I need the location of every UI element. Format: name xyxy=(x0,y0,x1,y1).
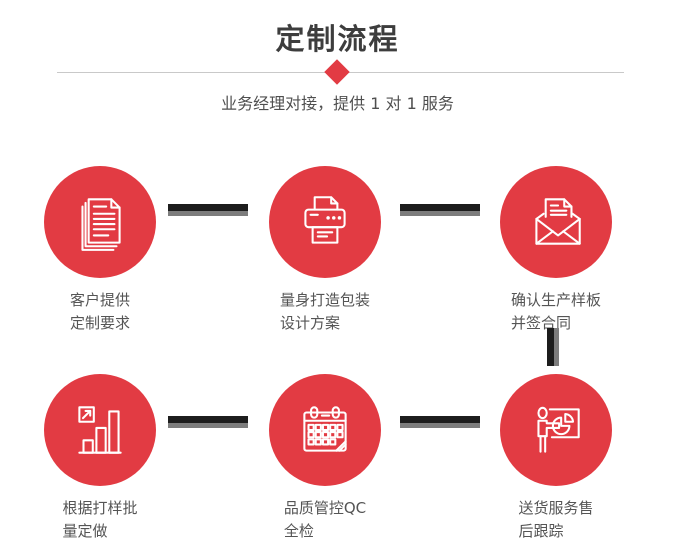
page-title: 定制流程 xyxy=(275,22,400,56)
connector-step2-step3 xyxy=(400,204,480,216)
step-label-line1: 品质管控QC xyxy=(283,499,367,517)
step-label: 量身打造包装 设计方案 xyxy=(280,289,370,335)
documents-icon xyxy=(81,198,121,251)
step-circle xyxy=(44,166,156,278)
step-circle xyxy=(269,374,381,486)
step-label-line2: 定制要求 xyxy=(69,314,130,332)
step-label: 送货服务售 后跟踪 xyxy=(518,497,593,543)
step-label-line2: 量定做 xyxy=(62,522,108,540)
step-circle xyxy=(500,166,612,278)
step-label-line1: 客户提供 xyxy=(69,291,130,309)
step-circle xyxy=(44,374,156,486)
step-label-line1: 根据打样批 xyxy=(62,499,138,517)
envelope-icon xyxy=(535,198,581,245)
process-step-5: 品质管控QC 全检 xyxy=(235,374,415,543)
step-label-line2: 设计方案 xyxy=(279,314,340,332)
step-label-line1: 送货服务售 xyxy=(518,499,594,517)
connector-step4-step5 xyxy=(168,416,248,428)
connector-step3-step6 xyxy=(547,328,559,366)
step-label-line2: 全检 xyxy=(283,522,314,540)
presenter-icon xyxy=(537,406,580,453)
process-step-3: 确认生产样板 并签合同 xyxy=(466,166,646,335)
step-label-line2: 后跟踪 xyxy=(518,522,564,540)
printer-icon xyxy=(304,196,346,244)
process-step-1: 客户提供 定制要求 xyxy=(10,166,190,335)
step-circle xyxy=(269,166,381,278)
process-step-6: 送货服务售 后跟踪 xyxy=(466,374,646,543)
step-label: 品质管控QC 全检 xyxy=(284,497,366,543)
process-step-2: 量身打造包装 设计方案 xyxy=(235,166,415,335)
step-label-line1: 确认生产样板 xyxy=(510,291,601,309)
bar-chart-icon xyxy=(78,406,122,454)
step-label: 客户提供 定制要求 xyxy=(70,289,130,335)
calendar-icon xyxy=(303,406,347,452)
step-label-line2: 并签合同 xyxy=(510,314,571,332)
connector-step5-step6 xyxy=(400,416,480,428)
step-label: 根据打样批 量定做 xyxy=(62,497,137,543)
subtitle: 业务经理对接，提供 1 对 1 服务 xyxy=(221,94,454,113)
step-circle xyxy=(500,374,612,486)
process-step-4: 根据打样批 量定做 xyxy=(10,374,190,543)
step-label: 确认生产样板 并签合同 xyxy=(511,289,601,335)
connector-step1-step2 xyxy=(168,204,248,216)
diamond-marker-icon xyxy=(324,59,350,85)
step-label-line1: 量身打造包装 xyxy=(279,291,370,309)
